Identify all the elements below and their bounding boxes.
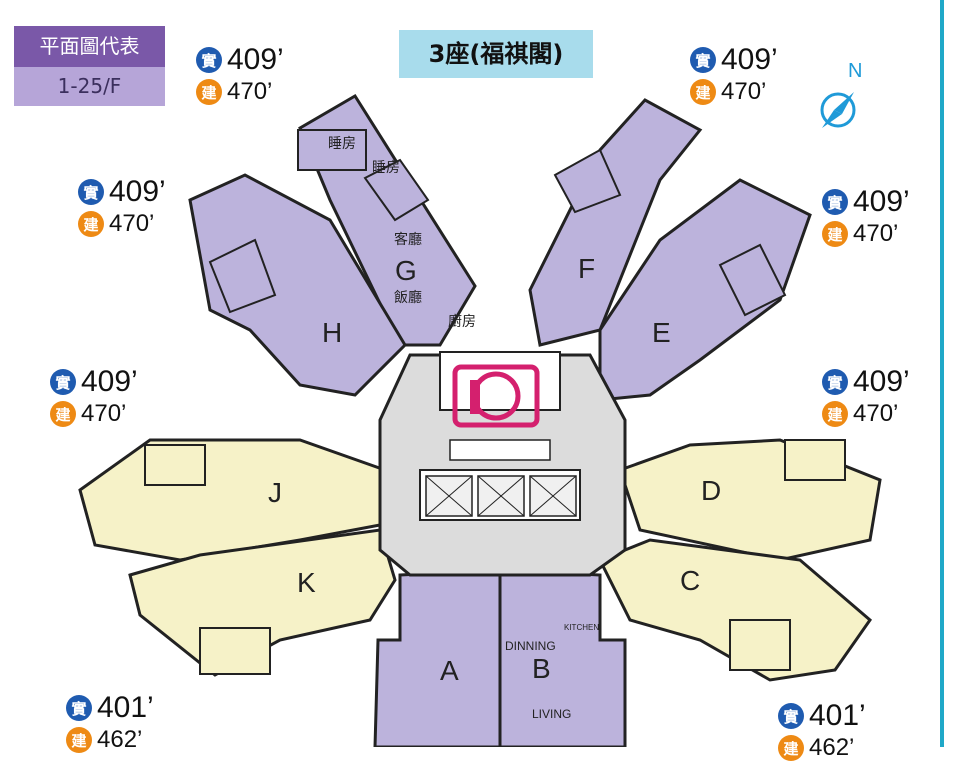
room-label-dinning-en: DINNING — [505, 639, 556, 653]
compass-arrow-icon — [820, 92, 856, 128]
unit-f-wing — [528, 98, 703, 347]
building-core — [378, 351, 627, 577]
gross-area-badge: 建 — [50, 401, 76, 427]
net-area-badge: 實 — [690, 47, 716, 73]
header-floors: 1-25/F — [14, 67, 165, 106]
gross-area-badge: 建 — [778, 735, 804, 761]
unit-label-j: J — [268, 477, 282, 508]
north-compass: N — [810, 56, 870, 136]
gross-area-badge: 建 — [822, 401, 848, 427]
net-area-value: 409’ — [227, 43, 284, 76]
gross-area-badge: 建 — [690, 79, 716, 105]
room-label-dining: 飯廳 — [394, 289, 422, 306]
room-label-bedroom-2: 睡房 — [372, 160, 400, 176]
net-area-badge: 實 — [50, 369, 76, 395]
unit-label-e: E — [652, 317, 671, 348]
page-title: 3座(福祺閣) — [399, 30, 593, 78]
unit-d-wing — [618, 438, 882, 562]
gross-area-value: 470’ — [109, 210, 155, 237]
gross-area-badge: 建 — [822, 221, 848, 247]
gross-area-value: 462’ — [97, 726, 143, 753]
net-area-badge: 實 — [778, 703, 804, 729]
gross-area-badge: 建 — [196, 79, 222, 105]
header-label: 平面圖代表 — [14, 26, 165, 67]
unit-label-k: K — [297, 567, 316, 598]
developer-logo — [452, 364, 540, 428]
unit-label-g: G — [395, 255, 417, 286]
unit-label-d: D — [701, 475, 721, 506]
net-area-value: 409’ — [853, 365, 910, 398]
unit-a-wing — [373, 568, 502, 747]
gross-area-value: 462’ — [809, 734, 855, 761]
floor-plan-header: 平面圖代表 1-25/F — [14, 26, 165, 106]
net-area-badge: 實 — [822, 189, 848, 215]
gross-area-value: 470’ — [81, 400, 127, 427]
unit-g-wing — [297, 93, 477, 347]
net-area-value: 401’ — [97, 691, 154, 724]
page-border-right — [940, 0, 944, 747]
unit-label-h: H — [322, 317, 342, 348]
net-area-value: 401’ — [809, 699, 866, 732]
gross-area-value: 470’ — [721, 78, 767, 105]
unit-label-f: F — [578, 253, 595, 284]
room-label-kitchen: 廚房 — [448, 313, 476, 330]
unit-label-b: B — [532, 653, 551, 684]
lift-cars — [425, 475, 577, 517]
gross-area-value: 470’ — [227, 78, 273, 105]
floor-plan: G H F E J K D C A B 睡房 睡房 客廳 飯廳 廚房 DINNI… — [78, 93, 882, 747]
room-label-living-en: LIVING — [532, 707, 571, 721]
net-area-badge: 實 — [196, 47, 222, 73]
net-area-value: 409’ — [81, 365, 138, 398]
unit-h-wing — [188, 173, 407, 397]
net-area-badge: 實 — [822, 369, 848, 395]
unit-k-wing — [128, 528, 397, 677]
net-area-badge: 實 — [66, 695, 92, 721]
net-area-value: 409’ — [721, 43, 778, 76]
gross-area-value: 470’ — [853, 220, 899, 247]
gross-area-badge: 建 — [66, 727, 92, 753]
unit-e-wing — [598, 178, 812, 402]
unit-label-c: C — [680, 565, 700, 596]
compass-letter: N — [848, 60, 863, 82]
room-label-living: 客廳 — [394, 231, 422, 248]
net-area-badge: 實 — [78, 179, 104, 205]
room-label-kitchen-en: KITCHEN — [564, 623, 599, 632]
net-area-value: 409’ — [109, 175, 166, 208]
unit-b-wing — [498, 568, 627, 747]
unit-c-wing — [597, 538, 873, 682]
gross-area-badge: 建 — [78, 211, 104, 237]
gross-area-value: 470’ — [853, 400, 899, 427]
unit-j-wing — [78, 438, 387, 562]
unit-label-a: A — [440, 655, 459, 686]
room-label-bedroom-1: 睡房 — [328, 136, 356, 152]
net-area-value: 409’ — [853, 185, 910, 218]
